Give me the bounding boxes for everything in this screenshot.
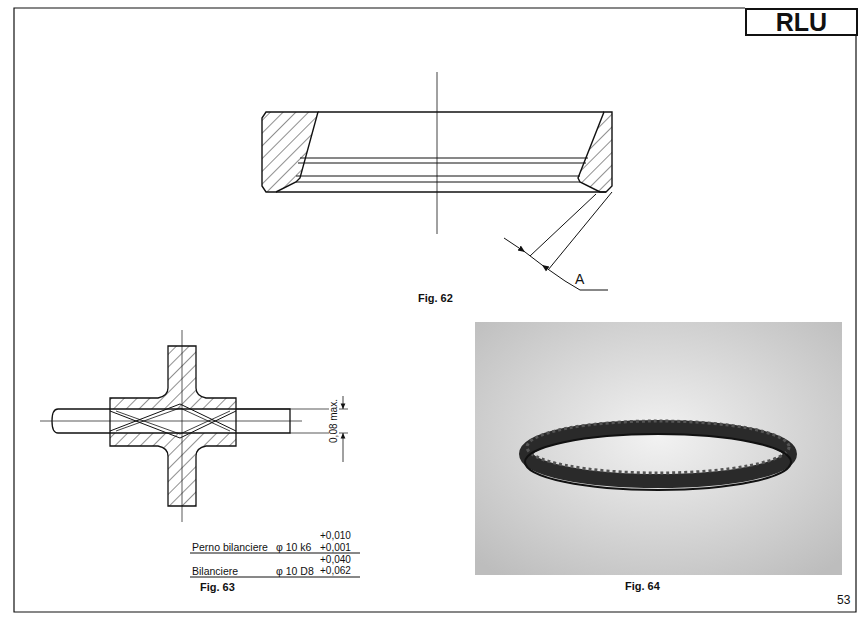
dimension-value: 0,08 max. — [329, 398, 339, 444]
page-code-box: RLU — [745, 8, 858, 36]
dimension-a — [504, 192, 612, 290]
part-name: Bilanciere — [192, 566, 238, 577]
ring-section — [262, 72, 612, 234]
fit-designation: φ 10 D8 — [276, 566, 314, 577]
figure-caption: Fig. 64 — [625, 581, 660, 592]
page-frame — [14, 8, 856, 612]
figure-caption: Fig. 63 — [200, 582, 235, 593]
tolerance-value: +0,001 — [320, 543, 351, 553]
tolerance-value: +0,010 — [320, 531, 351, 541]
tolerance-value: +0,040 — [320, 555, 351, 565]
rocker-arm-section — [40, 330, 348, 522]
belt-photo — [475, 322, 842, 575]
part-name: Perno bilanciere — [192, 542, 268, 553]
page-number: 53 — [837, 594, 850, 606]
tolerance-underlines — [190, 553, 360, 577]
tolerance-value: +0,062 — [320, 566, 351, 576]
fit-designation: φ 10 k6 — [276, 542, 311, 553]
page-code: RLU — [776, 10, 827, 35]
dimension-letter: A — [575, 272, 584, 286]
figure-caption: Fig. 62 — [418, 293, 453, 304]
